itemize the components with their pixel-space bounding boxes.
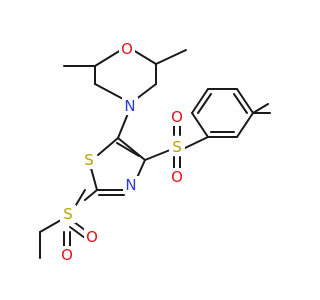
atom-label: S (63, 205, 73, 223)
bond (184, 136, 209, 149)
bond (134, 83, 157, 101)
atom-label: O (61, 246, 73, 264)
bond (117, 137, 146, 161)
bond (233, 93, 248, 114)
bond (144, 149, 171, 161)
bond (97, 137, 119, 156)
bond (236, 112, 254, 138)
bond (236, 88, 254, 114)
bond (116, 142, 140, 157)
atom-label: O (86, 228, 98, 246)
bond (252, 103, 269, 114)
atom-label: S (84, 151, 94, 169)
bond (191, 112, 209, 138)
bond (75, 189, 86, 206)
bond (69, 226, 86, 239)
atom-label: N (124, 97, 135, 115)
atom-label: S (172, 138, 182, 156)
atom-label: N (125, 176, 136, 194)
bond (94, 49, 122, 67)
atom-label: O (121, 40, 133, 58)
bond (117, 110, 130, 139)
atom-label: O (171, 108, 183, 126)
atom-label: O (171, 168, 183, 186)
bond (191, 88, 209, 114)
bond (84, 189, 98, 201)
molecule-structure: N O S O O S N S O O (39, 40, 271, 264)
bond (132, 49, 157, 65)
bond (94, 83, 126, 101)
bond (197, 93, 212, 114)
bond (39, 219, 62, 233)
bond (90, 167, 98, 191)
bond (155, 49, 187, 65)
